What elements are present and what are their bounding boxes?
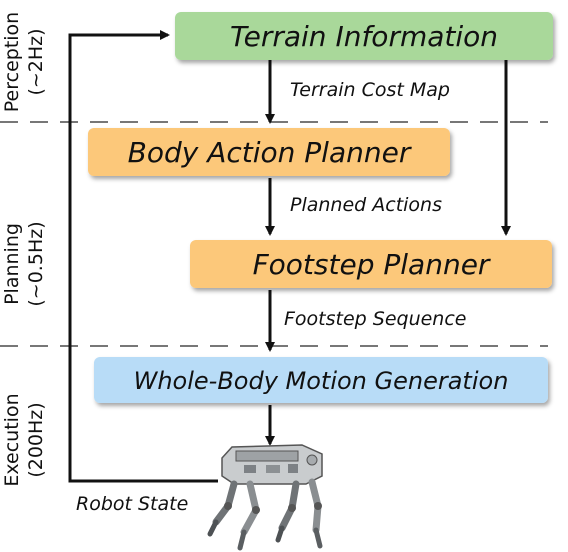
section-planning-name: Planning: [1, 223, 23, 305]
section-execution-name: Execution: [1, 393, 23, 486]
section-planning-rate: (~0.5Hz): [25, 221, 47, 306]
node-footstep-planner: Footstep Planner: [190, 240, 552, 288]
section-execution-rate: (200Hz): [25, 402, 47, 477]
edge-label-robot-state: Robot State: [76, 493, 188, 515]
node-terrain-information: Terrain Information: [175, 12, 553, 60]
node-footstep-planner-label: Footstep Planner: [253, 248, 491, 281]
node-terrain-information-label: Terrain Information: [230, 20, 498, 53]
node-body-action-planner-label: Body Action Planner: [128, 136, 412, 169]
edge-label-footstep-sequence: Footstep Sequence: [284, 308, 467, 330]
node-whole-body-motion-generation: Whole-Body Motion Generation: [94, 357, 548, 403]
node-body-action-planner: Body Action Planner: [88, 128, 450, 176]
edge-label-planned-actions: Planned Actions: [290, 194, 442, 216]
node-whole-body-motion-generation-label: Whole-Body Motion Generation: [134, 367, 509, 395]
edge-label-terrain-cost-map: Terrain Cost Map: [290, 79, 450, 101]
quadruped-robot-icon: [210, 445, 322, 548]
section-perception-rate: (~2Hz): [25, 28, 47, 95]
section-perception-name: Perception: [1, 12, 23, 112]
